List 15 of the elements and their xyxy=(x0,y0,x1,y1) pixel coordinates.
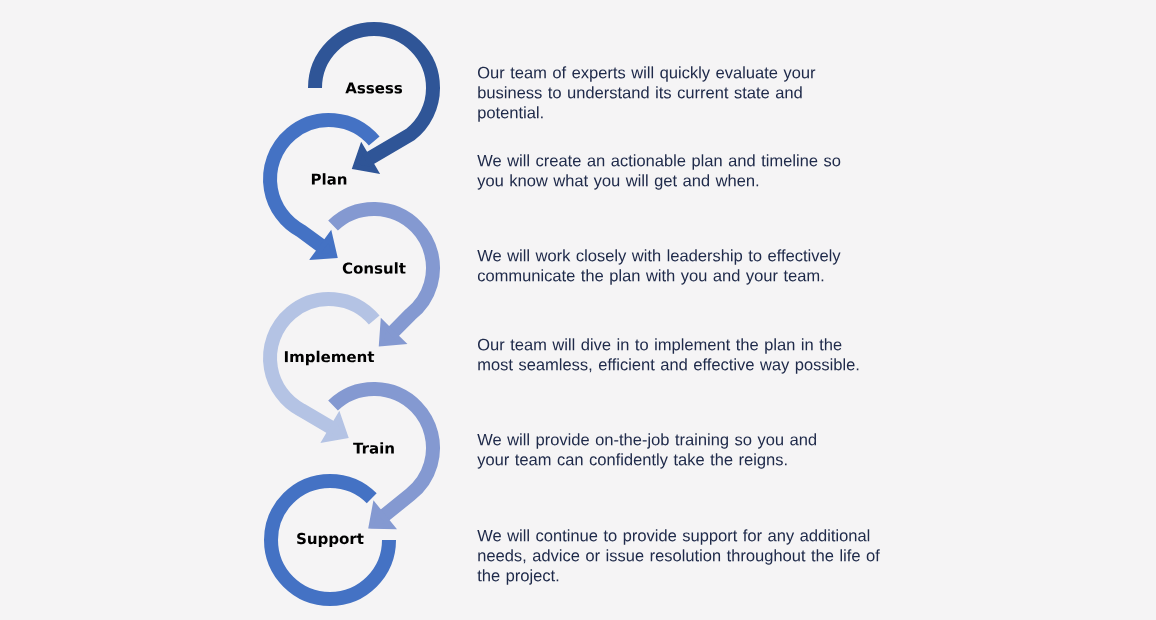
description-text: We will create an actionable plan and timeline so you know what you will get and when. xyxy=(477,154,841,190)
step-label: Implement xyxy=(284,350,375,366)
description-text: Our team will dive in to implement the plan in the most seamless, efficient and effective way possible. xyxy=(478,338,859,374)
step-label: Consult xyxy=(342,262,406,274)
circular-arrow xyxy=(328,382,440,530)
description-text: Our team of experts will quickly evaluate your business to understand its current state and potential. xyxy=(478,66,816,122)
description-text: We will provide on-the-job training so you and your team can confidently take the reigns. xyxy=(477,433,816,469)
description-text: We will continue to provide support for any additional needs, advice or issue resolution throughout the life of the project. xyxy=(477,529,880,585)
step-label: Support xyxy=(297,532,364,548)
circular-arrow xyxy=(263,113,380,260)
step-label: Train xyxy=(353,442,394,454)
step-label: Assess xyxy=(345,82,403,94)
circular-arrow xyxy=(328,202,440,347)
description-text: We will work closely with leadership to effectively communicate the plan with you and your team. xyxy=(477,249,841,285)
step-label: Plan xyxy=(311,173,347,185)
